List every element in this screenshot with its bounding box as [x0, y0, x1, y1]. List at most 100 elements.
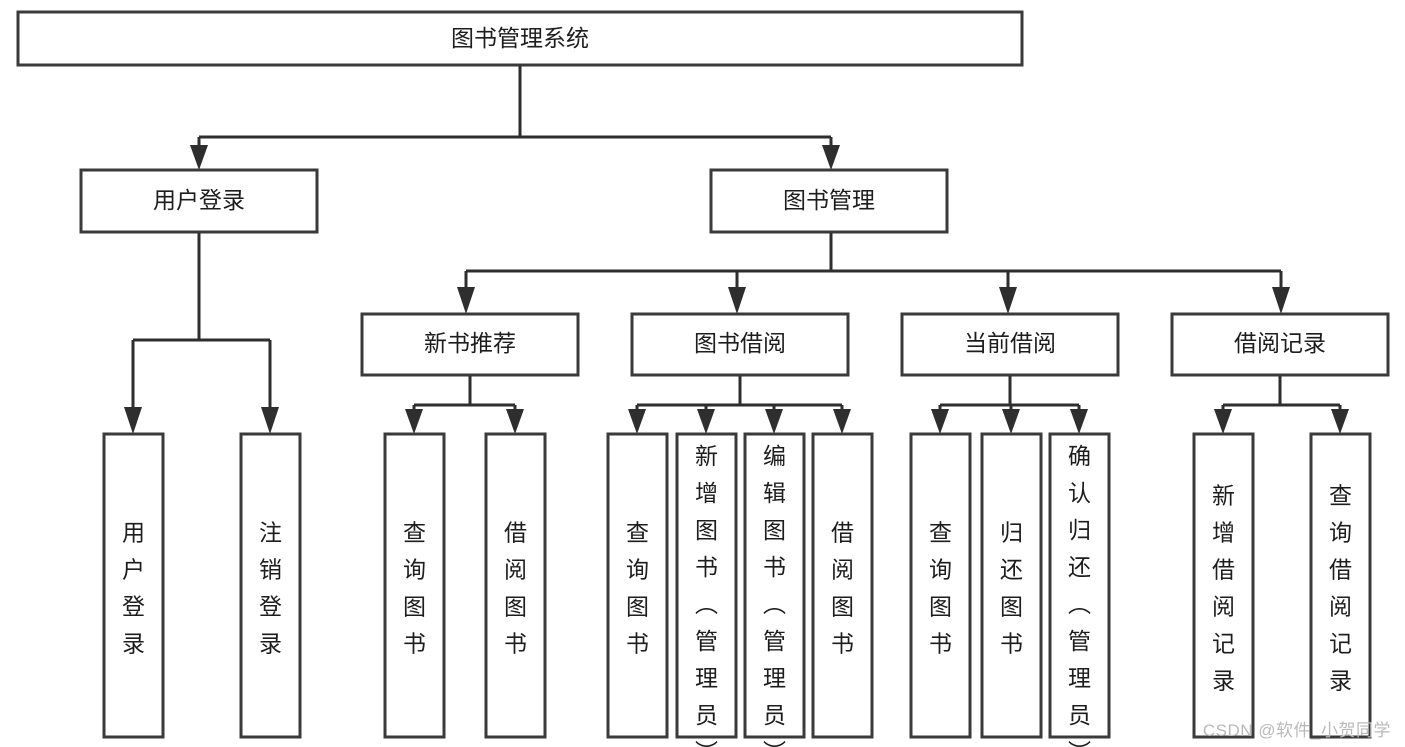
node-box-leaf-borrow-book-b[interactable]	[811, 432, 874, 739]
node-book-management[interactable]: 图书管理	[709, 168, 949, 234]
node-label-leaf-add-book: 新增图书︵管理员︶	[695, 443, 718, 747]
label-char: 户	[122, 556, 145, 582]
node-root-system[interactable]: 图书管理系统	[16, 10, 1024, 67]
label-char: 记	[1212, 630, 1235, 656]
arrowhead-to-leaf-query-book-c	[931, 409, 949, 434]
label-char: 图	[695, 517, 718, 543]
arrowhead-to-leaf-add-record	[1214, 409, 1232, 434]
node-label-leaf-query-record: 查询借阅记录	[1329, 482, 1352, 693]
node-label-user-login: 用户登录	[153, 187, 245, 213]
node-leaf-logout[interactable]: 注销登录	[239, 432, 302, 739]
node-label-leaf-user-login: 用户登录	[122, 519, 145, 656]
node-label-leaf-confirm-return: 确认归还︵管理员︶	[1068, 443, 1091, 747]
node-box-leaf-query-book-c[interactable]	[909, 432, 972, 739]
label-char: 还	[1068, 554, 1091, 580]
label-char: ︵	[1068, 591, 1091, 617]
node-label-leaf-edit-book: 编辑图书︵管理员︶	[763, 443, 786, 747]
label-char: 记	[1329, 630, 1352, 656]
node-box-leaf-borrow-book-new[interactable]	[484, 432, 547, 739]
label-char: 书	[1000, 630, 1023, 656]
node-box-leaf-edit-book[interactable]	[743, 432, 806, 739]
label-char: 书	[403, 630, 426, 656]
label-char: ︶	[763, 739, 786, 747]
node-new-book-recommend[interactable]: 新书推荐	[360, 312, 580, 377]
node-box-borrow-record[interactable]	[1170, 312, 1390, 377]
arrowhead-to-leaf-query-book-b	[628, 409, 646, 434]
arrowhead-to-leaf-borrow-book-new	[506, 409, 524, 434]
node-leaf-query-book-c[interactable]: 查询图书	[909, 432, 972, 739]
node-leaf-borrow-book-new[interactable]: 借阅图书	[484, 432, 547, 739]
node-box-book-management[interactable]	[709, 168, 949, 234]
arrowhead-to-leaf-edit-book	[765, 409, 783, 434]
label-char: 新	[1212, 482, 1235, 508]
arrowhead-to-current-borrow	[999, 287, 1017, 314]
arrowhead-to-leaf-logout	[261, 407, 279, 434]
label-char: 书	[929, 630, 952, 656]
node-current-borrow[interactable]: 当前借阅	[900, 312, 1120, 377]
edge-group-currentborrow-to-leaves	[931, 375, 1088, 434]
node-label-leaf-logout: 注销登录	[259, 519, 282, 656]
label-char: 阅	[504, 556, 527, 582]
node-leaf-user-login[interactable]: 用户登录	[102, 432, 165, 739]
arrowhead-to-borrow-record	[1272, 287, 1290, 314]
arrowhead-root-to-user-login	[190, 145, 208, 170]
node-leaf-confirm-return[interactable]: 确认归还︵管理员︶	[1048, 432, 1111, 747]
node-box-user-login[interactable]	[79, 168, 319, 234]
label-char: 录	[122, 630, 145, 656]
node-leaf-edit-book[interactable]: 编辑图书︵管理员︶	[743, 432, 806, 747]
node-box-new-book-recommend[interactable]	[360, 312, 580, 377]
node-box-leaf-return-book[interactable]	[980, 432, 1043, 739]
node-user-login[interactable]: 用户登录	[79, 168, 319, 234]
label-char: 管	[763, 628, 786, 654]
node-box-book-borrow[interactable]	[630, 312, 850, 377]
label-char: 图	[626, 593, 649, 619]
node-box-leaf-logout[interactable]	[239, 432, 302, 739]
label-char: 录	[1329, 667, 1352, 693]
label-char: 阅	[1212, 593, 1235, 619]
label-char: 编	[763, 443, 786, 469]
label-char: 用	[122, 519, 145, 545]
label-char: 图	[403, 593, 426, 619]
label-char: 图	[504, 593, 527, 619]
node-label-borrow-record: 借阅记录	[1234, 330, 1326, 356]
label-char: 管	[1068, 628, 1091, 654]
node-box-leaf-add-record[interactable]	[1192, 432, 1255, 739]
node-leaf-return-book[interactable]: 归还图书	[980, 432, 1043, 739]
label-char: 图	[1000, 593, 1023, 619]
node-leaf-add-book[interactable]: 新增图书︵管理员︶	[675, 432, 738, 747]
node-book-borrow[interactable]: 图书借阅	[630, 312, 850, 377]
label-char: 录	[259, 630, 282, 656]
node-leaf-query-book-b[interactable]: 查询图书	[606, 432, 669, 739]
node-label-leaf-borrow-book-new: 借阅图书	[504, 519, 527, 656]
node-box-leaf-query-book-b[interactable]	[606, 432, 669, 739]
label-char: 增	[695, 480, 718, 506]
label-char: 归	[1000, 519, 1023, 545]
node-leaf-add-record[interactable]: 新增借阅记录	[1192, 432, 1255, 739]
edge-group-bookmgmt-to-level3	[457, 232, 1290, 314]
node-label-new-book-recommend: 新书推荐	[424, 330, 516, 356]
node-leaf-query-record[interactable]: 查询借阅记录	[1309, 432, 1372, 739]
node-leaf-query-book-new[interactable]: 查询图书	[383, 432, 446, 739]
node-box-leaf-confirm-return[interactable]	[1048, 432, 1111, 739]
label-char: 询	[929, 556, 952, 582]
label-char: 认	[1068, 480, 1091, 506]
node-box-root[interactable]	[16, 10, 1024, 67]
node-box-leaf-user-login[interactable]	[102, 432, 165, 739]
node-leaf-borrow-book-b[interactable]: 借阅图书	[811, 432, 874, 739]
label-char: 登	[259, 593, 282, 619]
label-char: 查	[626, 519, 649, 545]
label-char: 借	[1212, 556, 1235, 582]
label-char: 借	[1329, 556, 1352, 582]
label-char: 询	[1329, 519, 1352, 545]
node-box-current-borrow[interactable]	[900, 312, 1120, 377]
label-char: 辑	[763, 480, 786, 506]
node-box-leaf-query-book-new[interactable]	[383, 432, 446, 739]
node-box-leaf-add-book[interactable]	[675, 432, 738, 739]
node-borrow-record[interactable]: 借阅记录	[1170, 312, 1390, 377]
label-char: 图	[763, 517, 786, 543]
label-char: 书	[504, 630, 527, 656]
label-char: 图	[929, 593, 952, 619]
node-box-leaf-query-record[interactable]	[1309, 432, 1372, 739]
label-char: 新	[695, 443, 718, 469]
arrowhead-to-new-book	[457, 287, 475, 314]
